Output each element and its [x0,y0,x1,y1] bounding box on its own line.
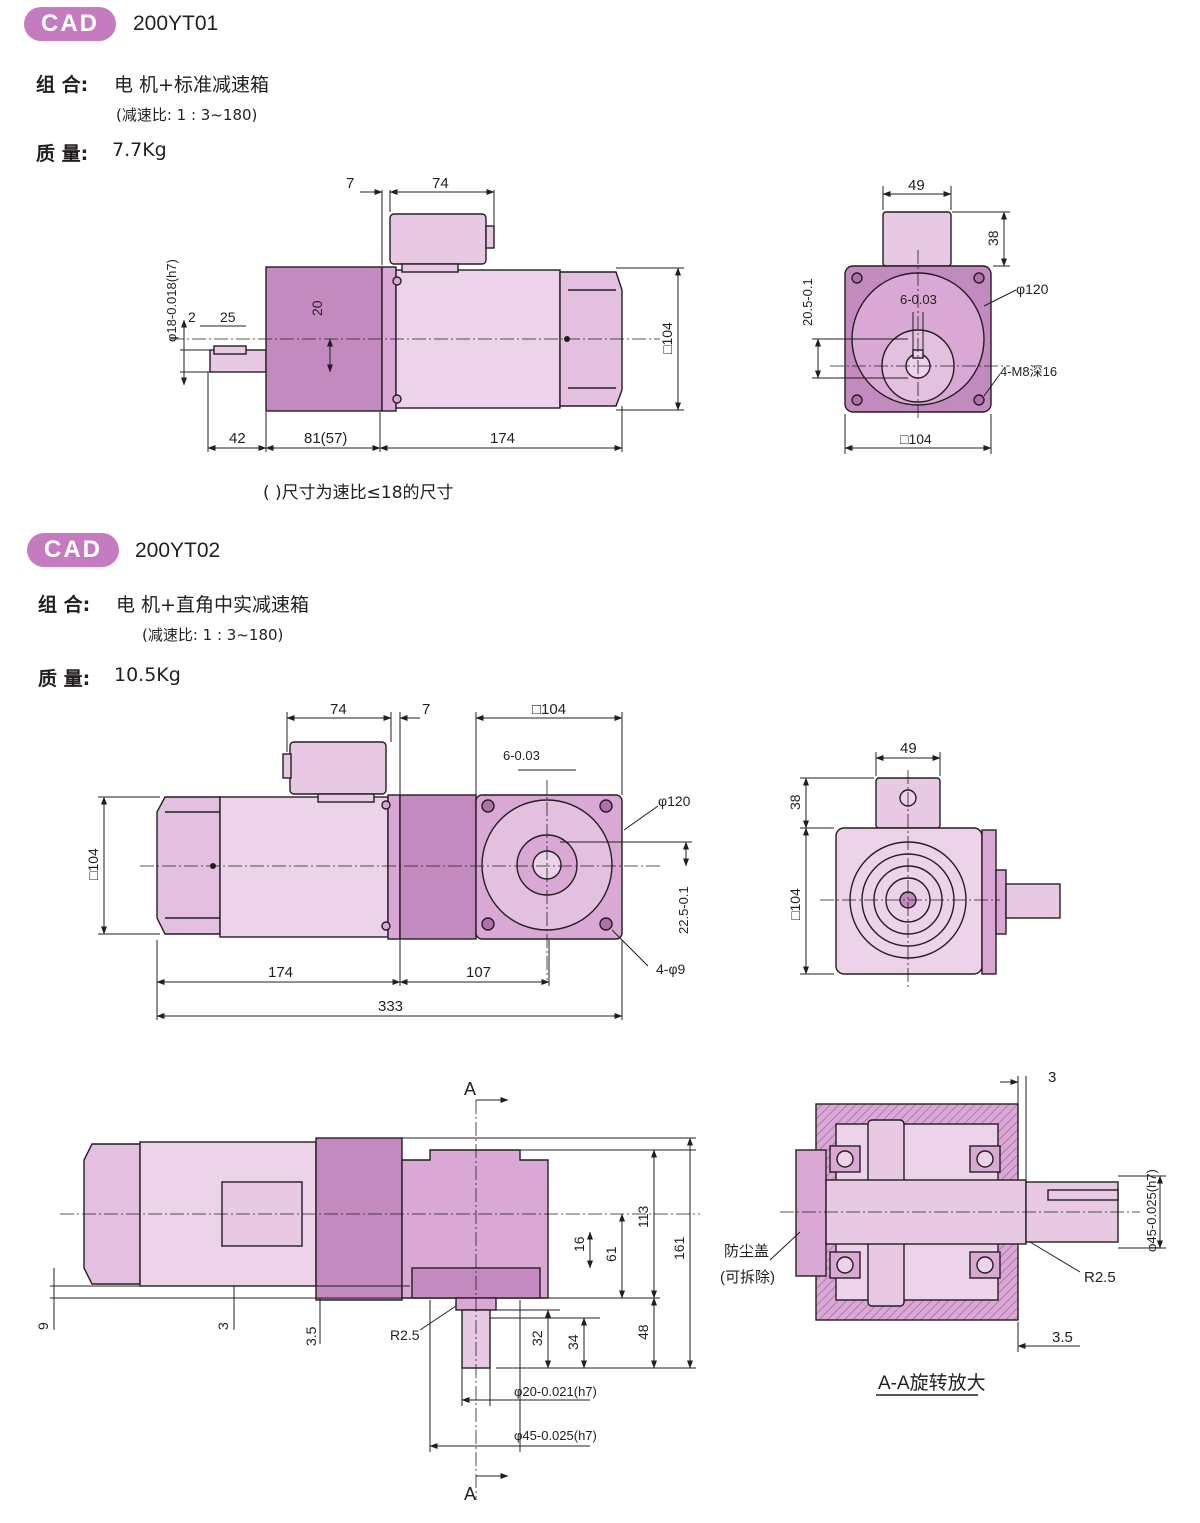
front-dim-35: 3.5 [303,1326,319,1346]
mass-label-2: 质 量: [38,668,91,690]
d2-dim-333: 333 [378,998,403,1015]
d2-end-shaft [1005,883,1061,919]
front-dim-113: 113 [635,1205,651,1228]
end-dim-m8: 4-M8深16 [1000,364,1057,379]
combo-value-2: 电 机+直角中实减速箱 [116,594,309,616]
sec-dim-3: 3 [1048,1069,1056,1086]
front-dim-61: 61 [603,1246,619,1262]
dust-cover-label: 防尘盖 [724,1243,769,1260]
ratio-1: (减速比: 1 : 3~180) [116,106,258,124]
d2-end-49: 49 [900,740,917,757]
end-dim-sq104: □104 [900,431,932,447]
dim-20: 20 [309,300,325,316]
dim-25: 25 [220,309,236,325]
sec-dim-35: 3.5 [1052,1329,1073,1346]
front-dim-32: 32 [529,1330,545,1346]
section-title: A-A旋转放大 [878,1372,986,1394]
front-dim-34: 34 [565,1334,581,1350]
d2-dim-7: 7 [422,701,430,718]
front-dim-3: 3 [215,1322,231,1330]
front-dim-9: 9 [35,1322,51,1330]
d2-dim-74: 74 [330,701,347,718]
front-dim-161: 161 [671,1236,687,1260]
terminal-box-2 [289,741,387,795]
ratio-2: (减速比: 1 : 3~180) [142,626,284,644]
d2-dim-phi120: φ120 [658,793,691,809]
mass-value-1: 7.7Kg [112,139,167,161]
front-dim-phi20: φ20-0.021(h7) [514,1384,597,1399]
drawing2-side-view: 74 7 □104 6-0.03 φ120 □104 22.5-0.1 4-φ9… [85,701,692,1020]
d2-end-38: 38 [787,794,803,810]
drawing2-front-view: A A 113 161 16 61 9 3 3.5 R2.5 32 [35,1079,700,1504]
end-dim-205: 20.5-0.1 [800,278,815,326]
dim-74: 74 [432,175,449,192]
combo-label-1: 组 合: [36,74,89,96]
front-gearbox [315,1137,403,1301]
model-number-2: 200YT02 [135,539,221,562]
dim-2: 2 [188,309,196,325]
section-mark-a-bottom: A [464,1484,476,1504]
dim-42: 42 [229,430,246,447]
front-dim-16: 16 [571,1236,587,1252]
combo-label-2: 组 合: [38,594,91,616]
shaft-key [213,345,247,355]
dim-174: 174 [490,430,515,447]
sec-dim-phi45: φ45-0.025(h7) [1144,1169,1159,1252]
d2-end-sq104: □104 [787,888,803,920]
dim-7: 7 [346,175,354,192]
front-dim-r25: R2.5 [390,1327,420,1343]
d2-dim-sq104: □104 [532,701,566,718]
dim-sq104: □104 [659,322,675,354]
dim-81: 81(57) [304,430,347,447]
d2-dim-key: 6-0.03 [503,748,540,763]
d2-dim-107: 107 [466,964,491,981]
d2-dim-225: 22.5-0.1 [676,886,691,934]
cad-badge-2: CAD [27,533,119,567]
drawing2-end-view: 49 38 □104 [787,740,1061,990]
drawing1-side-view: 7 74 □104 20 φ18-0.018(h7) 2 25 42 81(57… [164,175,684,452]
gearbox-2 [399,794,477,940]
drawing1-end-view: 49 38 φ120 6-0.03 20.5-0.1 4-M8深16 □104 [800,177,1057,454]
combo-value-1: 电 机+标准减速箱 [114,74,269,96]
end-dim-38: 38 [985,230,1001,246]
dust-cover-note: (可拆除) [720,1269,775,1286]
d2-dim-sq104-left: □104 [85,848,101,880]
dimension-note: ( )尺寸为速比≤18的尺寸 [263,483,454,503]
section-a-a: 3 防尘盖 (可拆除) R2.5 φ45-0.025(h7) 3.5 A-A旋转… [720,1069,1166,1396]
d2-dim-holes: 4-φ9 [656,961,686,977]
motor-body-2 [219,796,389,938]
sec-dim-r25: R2.5 [1084,1269,1116,1286]
section-mark-a-top: A [464,1079,476,1099]
end-dim-49: 49 [908,177,925,194]
cad-badge-1: CAD [24,7,116,41]
terminal-box [389,213,487,265]
mass-label-1: 质 量: [36,143,89,165]
end-dim-key: 6-0.03 [900,292,937,307]
d2-dim-174: 174 [268,964,293,981]
front-dim-phi45: φ45-0.025(h7) [514,1428,597,1443]
end-terminal-box [882,211,952,267]
front-dim-48: 48 [635,1324,651,1340]
model-number-1: 200YT01 [133,12,219,35]
dim-shaft-dia: φ18-0.018(h7) [164,259,179,342]
mass-value-2: 10.5Kg [114,664,181,686]
end-dim-phi120: φ120 [1016,281,1049,297]
